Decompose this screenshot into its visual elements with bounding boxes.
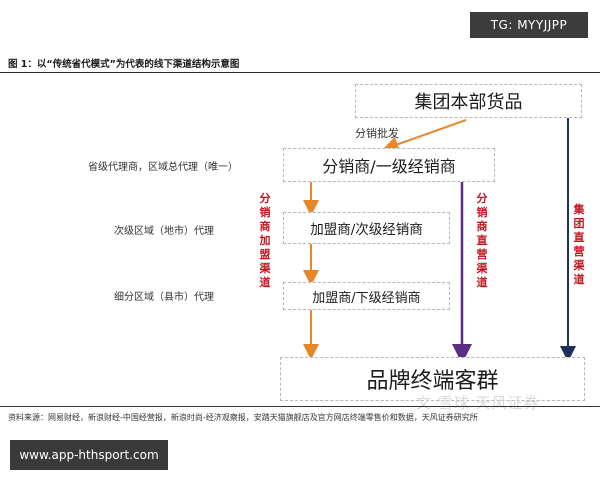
- source-note: 资料来源：网易财经，新浪财经-中国经营报，新浪时尚-经济观察报，安踏天猫旗舰店及…: [8, 413, 478, 422]
- watermark: 文 雪球 天风证券: [416, 394, 540, 412]
- box-franchise-secondary: 加盟商/次级经销商: [283, 212, 450, 244]
- channel-label-group-direct: 集团直营渠道: [573, 203, 585, 286]
- url-badge: www.app-hthsport.com: [10, 440, 168, 470]
- arrow-label-wholesale: 分销批发: [355, 127, 399, 140]
- source-divider: [0, 406, 600, 407]
- figure-title: 图 1：以“传统省代模式”为代表的线下渠道结构示意图: [8, 59, 240, 70]
- label-secondary-region-agent: 次级区域（地市）代理: [114, 226, 214, 237]
- tg-badge: TG: MYYJJPP: [470, 12, 588, 38]
- label-sub-region-agent: 细分区域（县市）代理: [114, 292, 214, 303]
- box-group-hq: 集团本部货品: [355, 84, 582, 118]
- box-distributor: 分销商/一级经销商: [283, 148, 495, 182]
- channel-label-franchise: 分销商加盟渠道: [259, 192, 271, 289]
- channel-label-distributor-direct: 分销商直营渠道: [476, 192, 488, 289]
- box-franchise-lower: 加盟商/下级经销商: [283, 282, 450, 310]
- label-provincial-agent: 省级代理商，区域总代理（唯一）: [88, 162, 238, 173]
- arrow-hq-to-distributor: [382, 119, 467, 152]
- title-divider: [0, 72, 600, 73]
- box-brand-customers: 品牌终端客群: [280, 357, 585, 401]
